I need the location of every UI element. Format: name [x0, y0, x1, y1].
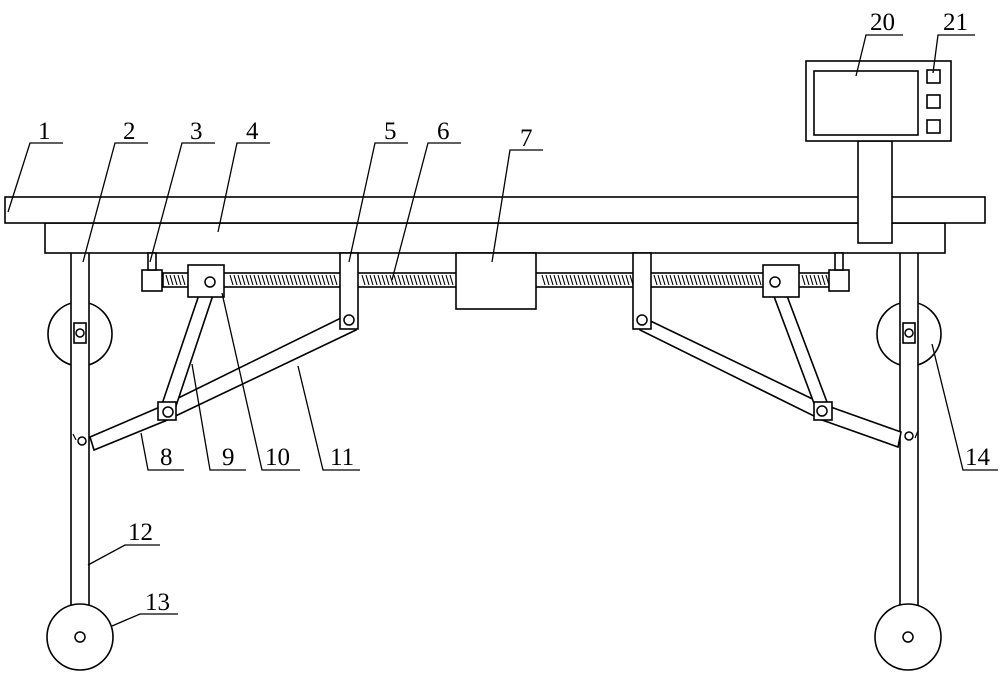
panel-post [857, 140, 893, 244]
label-20: 20 [870, 9, 895, 36]
left-leg-pin-upper [75, 328, 85, 338]
left-leg-pin-lower [77, 436, 87, 446]
label-9: 9 [222, 444, 235, 471]
label-10: 10 [265, 444, 290, 471]
label-3: 3 [190, 118, 203, 145]
right-hanger [632, 252, 652, 330]
panel-button-2 [926, 94, 941, 109]
label-13: 13 [145, 589, 170, 616]
right-nut-pin [769, 276, 781, 288]
label-12: 12 [128, 519, 153, 546]
right-bearing [828, 269, 850, 292]
label-1: 1 [38, 118, 51, 145]
left-caster-hub [74, 631, 86, 643]
left-hanger-pin [343, 314, 355, 326]
right-hanger-pin [636, 314, 648, 326]
right-caster-hub [902, 631, 914, 643]
motor-block [455, 252, 537, 310]
right-bearing-post [834, 252, 844, 271]
leader-14 [931, 343, 998, 471]
leader-12 [87, 544, 160, 566]
right-nut-block [762, 264, 800, 298]
label-8: 8 [160, 444, 173, 471]
label-11: 11 [330, 444, 354, 471]
left-hanger [339, 252, 359, 330]
leader-20 [855, 34, 903, 77]
leader-10 [221, 292, 300, 471]
leader-7 [491, 149, 543, 263]
screw-thread [165, 274, 830, 286]
left-leg [70, 251, 90, 607]
left-lower-link [89, 405, 167, 452]
under-frame [44, 222, 946, 254]
right-leg [899, 251, 919, 607]
left-nut-pin [204, 276, 216, 288]
leader-1 [7, 142, 63, 213]
leader-11 [297, 365, 360, 471]
label-2: 2 [123, 118, 136, 145]
leader-9 [191, 363, 246, 471]
leader-13 [111, 613, 178, 627]
top-board [4, 196, 986, 224]
display-screen [813, 70, 919, 136]
left-bearing [141, 269, 163, 292]
right-leg-pin-lower [904, 431, 914, 441]
label-6: 6 [437, 118, 450, 145]
label-21: 21 [943, 9, 968, 36]
leader-6 [391, 142, 461, 281]
left-lower-joint-pin [162, 406, 174, 418]
leader-3 [149, 142, 215, 263]
leader-21 [932, 34, 975, 74]
right-tick-mark [914, 430, 919, 439]
leader-8 [140, 432, 184, 471]
right-lower-link [821, 403, 902, 449]
left-tick-mark [72, 433, 77, 441]
label-7: 7 [520, 125, 533, 152]
right-lower-joint-pin [816, 405, 828, 417]
leader-5 [348, 142, 408, 263]
right-leg-pin-upper [904, 328, 914, 338]
label-14: 14 [965, 444, 991, 471]
panel-button-3 [926, 119, 941, 134]
label-5: 5 [384, 118, 397, 145]
label-4: 4 [246, 118, 259, 145]
leader-4 [217, 142, 270, 233]
leader-2 [82, 142, 148, 263]
